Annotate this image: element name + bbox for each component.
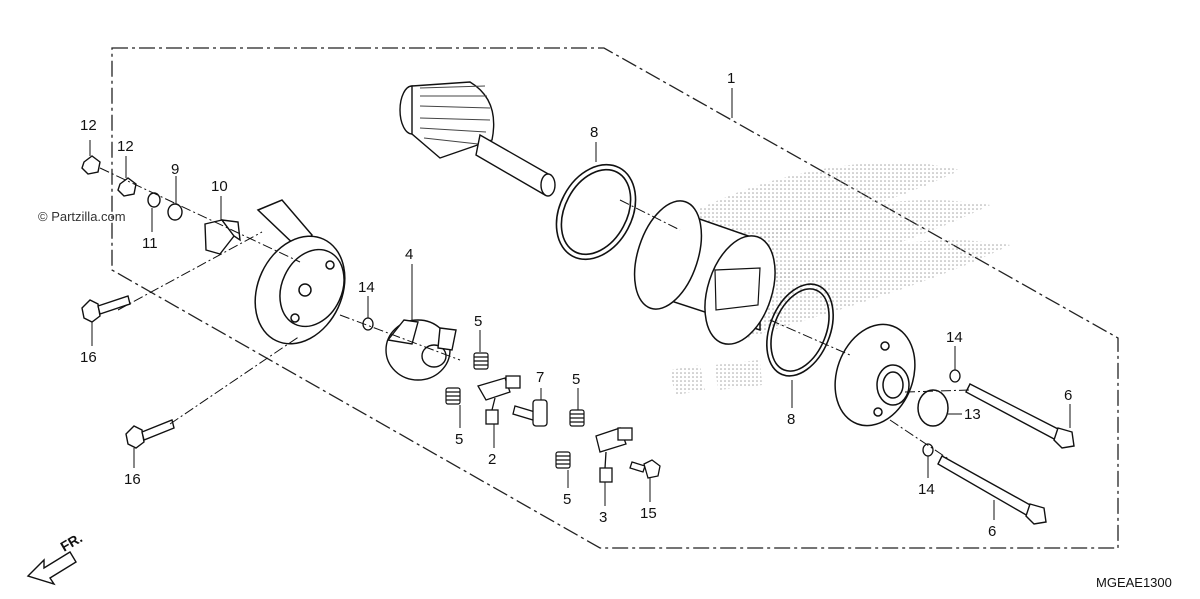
callout-13: 13 xyxy=(964,406,981,423)
spring-5-a xyxy=(473,352,489,370)
callout-8-lower: 8 xyxy=(787,411,795,428)
brush-2 xyxy=(477,375,521,425)
o-ring-8-lower xyxy=(766,283,834,377)
callout-3: 3 xyxy=(599,509,607,526)
callout-12-right: 12 xyxy=(117,138,134,155)
terminal-bolt-7 xyxy=(512,399,548,427)
motor-yoke xyxy=(633,200,776,345)
assembly-center-lines xyxy=(99,167,971,461)
callout-12-left: 12 xyxy=(80,117,97,134)
o-ring-8-upper xyxy=(555,163,637,261)
callout-14-lower-right: 14 xyxy=(918,481,935,498)
callout-9: 9 xyxy=(171,161,179,178)
spring-5-b xyxy=(445,387,461,405)
callout-2: 2 xyxy=(488,451,496,468)
partzilla-watermark: © Partzilla.com xyxy=(38,209,126,224)
callout-15: 15 xyxy=(640,505,657,522)
armature xyxy=(399,81,556,197)
callout-11: 11 xyxy=(142,235,158,252)
rear-cover xyxy=(834,323,916,427)
callout-4: 4 xyxy=(405,246,413,263)
assembly-boundary xyxy=(111,47,1119,549)
callout-5-d: 5 xyxy=(563,491,571,508)
callout-1: 1 xyxy=(727,70,735,87)
spring-5-d xyxy=(555,451,571,469)
bolt-6-upper xyxy=(965,383,1075,449)
washer-11 xyxy=(147,192,161,208)
callout-10: 10 xyxy=(211,178,228,195)
bolt-6-lower xyxy=(937,455,1047,525)
screw-15 xyxy=(629,459,661,479)
callout-16-upper: 16 xyxy=(80,349,97,366)
bolt-16-lower xyxy=(125,419,175,449)
callout-6-upper: 6 xyxy=(1064,387,1072,404)
bushing-9 xyxy=(167,203,183,221)
bolt-16-upper xyxy=(81,295,131,323)
front-label: FR. xyxy=(58,529,86,554)
terminal-insulator-10 xyxy=(204,219,241,255)
o-ring-13 xyxy=(917,389,949,427)
callout-5-c: 5 xyxy=(572,371,580,388)
callout-8-upper: 8 xyxy=(590,124,598,141)
callout-7: 7 xyxy=(536,369,544,386)
brush-3 xyxy=(595,427,633,483)
nut-12-left xyxy=(81,155,101,175)
brush-holder-4 xyxy=(385,319,457,381)
diagram-code: MGEAE1300 xyxy=(1096,575,1172,590)
front-direction-arrow: FR. xyxy=(26,529,86,586)
callout-14-left: 14 xyxy=(358,279,375,296)
callout-16-lower: 16 xyxy=(124,471,141,488)
spring-5-c xyxy=(569,409,585,427)
front-cover xyxy=(254,199,346,345)
callout-14-upper-right: 14 xyxy=(946,329,963,346)
leader-lines xyxy=(89,88,1071,520)
callout-6-lower: 6 xyxy=(988,523,996,540)
washer-14-upper-right xyxy=(949,369,961,383)
callout-5-a: 5 xyxy=(474,313,482,330)
callout-5-b: 5 xyxy=(455,431,463,448)
nut-12-right xyxy=(117,177,137,197)
